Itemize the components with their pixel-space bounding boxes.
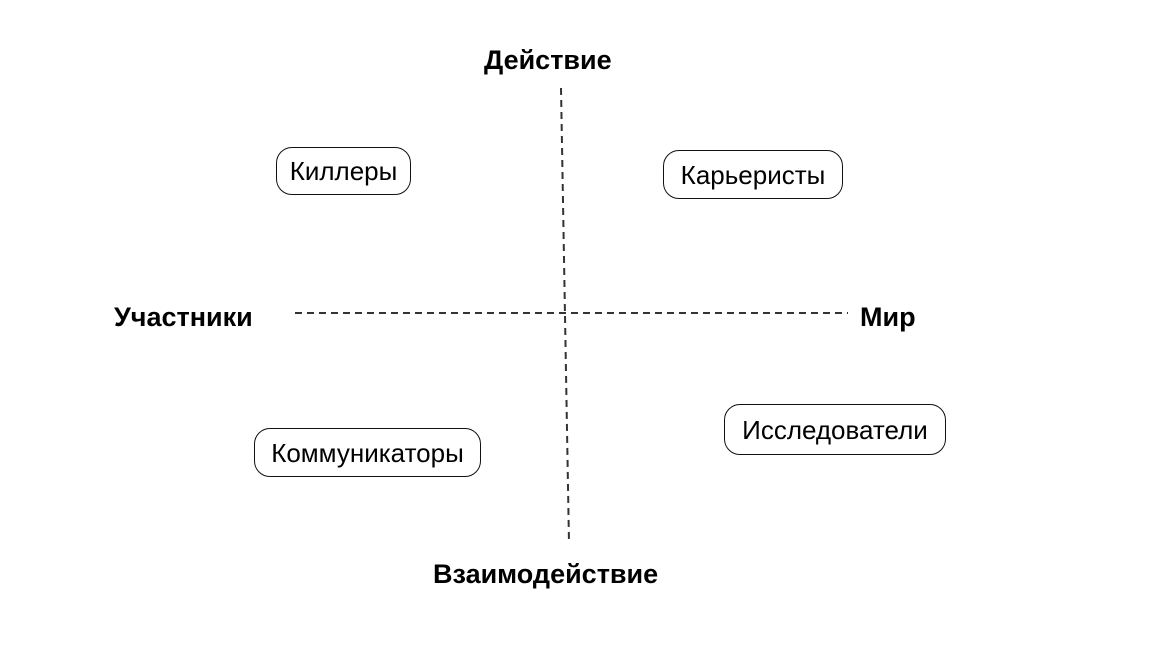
axis-label-players: Участники: [114, 302, 253, 332]
vertical-axis-line: [560, 87, 570, 544]
axis-label-world: Мир: [860, 302, 916, 332]
quadrant-socializers: Коммуникаторы: [254, 428, 481, 477]
quadrant-explorers: Исследователи: [724, 404, 946, 455]
axis-label-action: Действие: [484, 45, 612, 75]
quadrant-achievers: Карьеристы: [663, 150, 843, 199]
axis-label-interaction: Взаимодействие: [433, 559, 659, 589]
quadrant-killers: Киллеры: [276, 147, 411, 195]
